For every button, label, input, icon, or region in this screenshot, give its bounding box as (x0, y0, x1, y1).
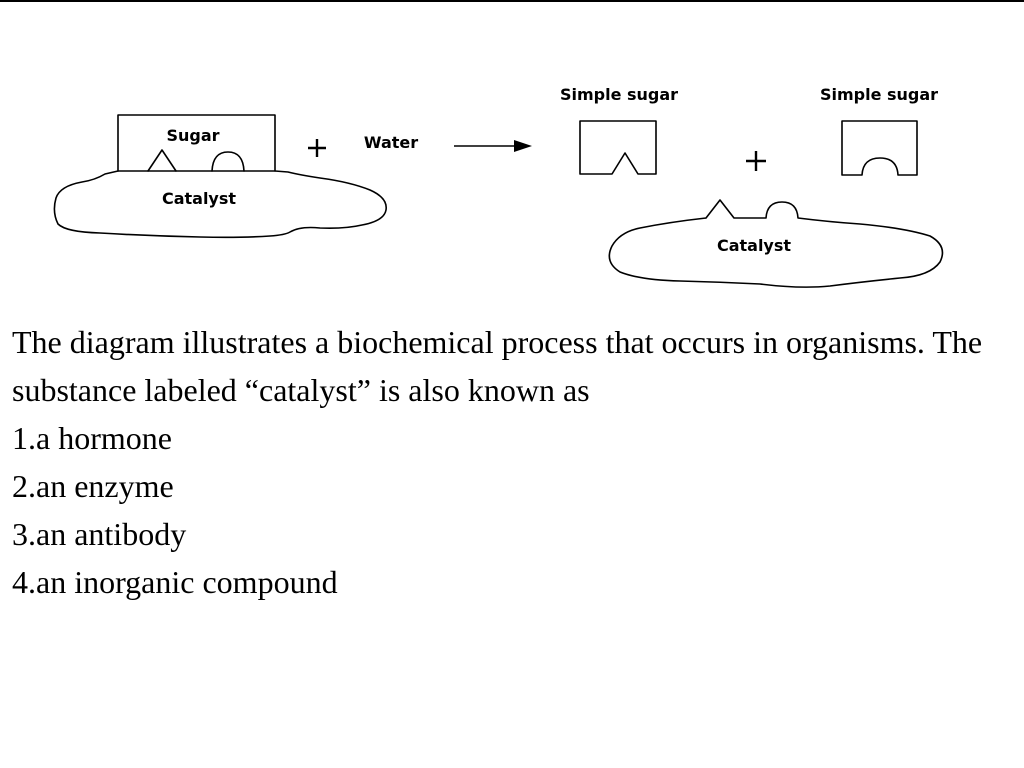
answer-option-1[interactable]: 1.a hormone (12, 420, 172, 456)
answer-option-3[interactable]: 3.an antibody (12, 516, 187, 552)
water-label: Water (364, 133, 418, 152)
sugar-box (117, 114, 276, 172)
simple-sugar-bump (841, 120, 918, 176)
answer-option-4[interactable]: 4.an inorganic compound (12, 564, 338, 600)
catalysis-diagram: Sugar Catalyst Water Simple sugar Simple… (53, 85, 944, 288)
simple-sugar-label-1: Simple sugar (560, 85, 678, 104)
sugar-catalyst-complex: Sugar Catalyst (53, 114, 387, 239)
sugar-notch-shape (147, 149, 177, 172)
catalyst-blob-left (53, 170, 387, 239)
answer-option-2[interactable]: 2.an enzyme (12, 468, 174, 504)
simple-sugar-notch (579, 120, 657, 175)
right-arrow-icon (454, 140, 532, 152)
plus-sign-right (746, 151, 766, 171)
catalyst-free: Catalyst (608, 199, 944, 288)
plus-sign-left (308, 139, 326, 157)
catalyst-label-right: Catalyst (717, 236, 791, 255)
sugar-label: Sugar (166, 126, 219, 145)
sugar-bump-shape (211, 151, 245, 172)
simple-sugar-label-2: Simple sugar (820, 85, 938, 104)
top-border (0, 0, 1024, 2)
question-stem: The diagram illustrates a biochemical pr… (12, 324, 983, 408)
catalyst-label-left: Catalyst (162, 189, 236, 208)
catalyst-blob-right (608, 199, 944, 288)
